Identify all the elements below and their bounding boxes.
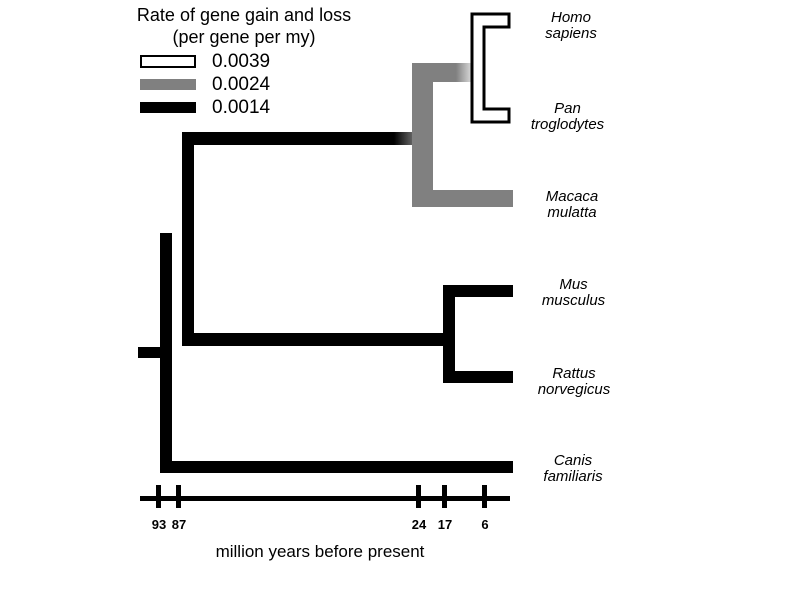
taxon-label-mus-musculus: Mus musculus (516, 277, 631, 308)
axis-tick-label-87: 87 (171, 517, 187, 532)
taxon-label-rattus-norvegicus: Rattus norvegicus (510, 366, 638, 397)
legend: Rate of gene gain and loss (per gene per… (92, 4, 392, 119)
branch-hominid-clade-outline (470, 12, 511, 124)
taxon-label-rattus-norvegicus-line2: norvegicus (537, 380, 611, 398)
branch-hominid-stem-gray (412, 63, 456, 82)
legend-swatch-black (140, 102, 196, 113)
axis-tick-6 (482, 485, 487, 508)
taxon-label-macaca-mulatta: Macaca mulatta (513, 189, 631, 220)
legend-swatch-white (140, 55, 196, 68)
legend-swatch-gray (140, 79, 196, 90)
branch-boreoeutheria-vertical (182, 132, 194, 345)
legend-entry-0014: 0.0014 (140, 96, 392, 119)
taxon-label-canis-familiaris-line2: familiaris (543, 467, 603, 485)
legend-entry-0024: 0.0024 (140, 73, 392, 96)
taxon-label-macaca-mulatta-line2: mulatta (547, 203, 597, 221)
branch-macaca-mulatta (412, 190, 513, 207)
branch-root-vertical (160, 233, 172, 473)
branch-root-stub (138, 347, 162, 358)
branch-primates-vertical (412, 63, 433, 207)
axis-tick-24 (416, 485, 421, 508)
legend-value-0024: 0.0024 (212, 74, 271, 95)
legend-title-line2: (per gene per my) (172, 27, 316, 47)
branch-primates-stem-black (182, 132, 394, 145)
branch-mus-musculus (443, 285, 513, 297)
legend-entries: 0.0039 0.0024 0.0014 (92, 50, 392, 119)
taxon-label-canis-familiaris: Canis familiaris (515, 453, 631, 484)
branch-canis-familiaris (160, 461, 513, 473)
taxon-label-homo-sapiens-line2: sapiens (545, 24, 597, 42)
taxon-label-rattus-norvegicus-line1: Rattus (552, 365, 596, 382)
taxon-label-pan-troglodytes: Pan troglodytes (505, 101, 630, 132)
legend-value-0039: 0.0039 (212, 51, 271, 72)
taxon-label-macaca-mulatta-line1: Macaca (545, 188, 599, 205)
taxon-label-mus-musculus-line2: musculus (541, 291, 606, 309)
taxon-label-homo-sapiens: Homo sapiens (516, 10, 626, 41)
axis-tick-17 (442, 485, 447, 508)
taxon-label-pan-troglodytes-line1: Pan (554, 100, 581, 117)
axis-tick-label-24: 24 (411, 517, 427, 532)
legend-value-0014: 0.0014 (212, 97, 271, 118)
taxon-label-homo-sapiens-line1: Homo (550, 9, 591, 26)
legend-entry-0039: 0.0039 (140, 50, 392, 73)
axis-line (140, 496, 510, 501)
taxon-label-canis-familiaris-line1: Canis (553, 452, 593, 469)
axis-tick-87 (176, 485, 181, 508)
axis-caption: million years before present (215, 542, 425, 561)
legend-title-line1: Rate of gene gain and loss (136, 5, 352, 25)
branch-rodentia-stem (182, 333, 444, 346)
axis-tick-label-93: 93 (151, 517, 167, 532)
taxon-label-mus-musculus-line1: Mus (559, 276, 588, 293)
axis-tick-93 (156, 485, 161, 508)
axis-tick-label-6: 6 (481, 517, 489, 532)
branch-rattus-norvegicus (443, 371, 513, 383)
branch-rodentia-vertical (443, 285, 455, 383)
taxon-label-pan-troglodytes-line2: troglodytes (530, 115, 605, 133)
axis-tick-label-17: 17 (437, 517, 453, 532)
